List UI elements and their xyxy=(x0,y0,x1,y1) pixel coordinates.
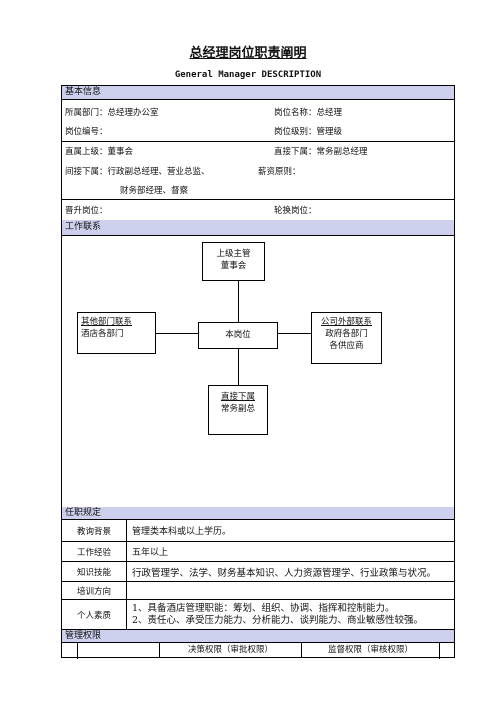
table-row: 培训方向 xyxy=(62,582,454,600)
connector-line xyxy=(156,333,198,334)
connector-line xyxy=(238,349,239,385)
row-value: 1、具备酒店管理职能：筹划、组织、协调、指挥和控制能力。 2、责任心、承受压力能… xyxy=(132,600,423,629)
authority-blank-cell xyxy=(78,643,160,658)
document-subtitle: General Manager DESCRIPTION xyxy=(174,70,322,80)
field-department: 所属部门：总经理办公室 xyxy=(65,108,159,118)
field-direct-superior: 直属上级：董事会 xyxy=(65,147,134,157)
authority-supervision-header: 监督权限（审核权限） xyxy=(327,645,413,655)
row-label: 教询背景 xyxy=(62,520,127,541)
field-indirect-subordinate-cont: 财务部经理、督察 xyxy=(120,186,189,196)
section-authority: 管理权限 xyxy=(62,630,454,643)
org-box-external-title: 公司外部联系 xyxy=(320,317,372,327)
org-box-external: 公司外部联系 政府各部门 各供应商 xyxy=(311,312,382,364)
connector-line xyxy=(278,333,311,334)
field-position-name: 岗位名称：总经理 xyxy=(274,108,343,118)
org-box-other-departments-name: 酒店各部门 xyxy=(81,329,124,339)
field-salary-principle: 薪资原则： xyxy=(258,167,301,177)
field-indirect-subordinate: 间接下属：行政副总经理、营业总监、 xyxy=(65,167,210,177)
row-value-line: 2、责任心、承受压力能力、分析能力、谈判能力、商业敏感性较强。 xyxy=(132,614,424,626)
row-label: 知识技能 xyxy=(62,562,127,581)
job-description-form: 基本信息 所属部门：总经理办公室 岗位名称：总经理 岗位编号： 岗位级别：管理级… xyxy=(61,85,455,659)
org-box-external-line1: 政府各部门 xyxy=(325,329,368,339)
org-box-superior-title: 上级主管 xyxy=(216,249,251,259)
table-row: 知识技能 行政管理学、法学、财务基本知识、人力资源管理学、行业政策与状况。 xyxy=(62,562,454,582)
connector-line xyxy=(238,280,239,322)
field-position-no: 岗位编号： xyxy=(65,127,108,137)
table-row: 个人素质 1、具备酒店管理职能：筹划、组织、协调、指挥和控制能力。 2、责任心、… xyxy=(62,600,454,630)
section-work-relations: 工作联系 xyxy=(62,220,454,236)
field-rotation: 轮换岗位： xyxy=(274,206,317,216)
table-row: 教询背景 管理类本科或以上学历。 xyxy=(62,520,454,542)
row-label: 工作经验 xyxy=(62,542,127,561)
row-label: 个人素质 xyxy=(62,600,127,629)
row-label: 培训方向 xyxy=(62,582,127,599)
divider xyxy=(62,199,454,200)
document-title: 总经理岗位职责阐明 xyxy=(189,46,307,61)
field-position-level: 岗位级别：管理级 xyxy=(274,127,343,137)
row-value: 五年以上 xyxy=(132,548,169,558)
row-value-line: 1、具备酒店管理职能：筹划、组织、协调、指挥和控制能力。 xyxy=(132,602,395,614)
divider xyxy=(62,141,454,142)
org-box-superior: 上级主管 董事会 xyxy=(202,242,265,281)
authority-decision-header: 决策权限（审批权限） xyxy=(160,643,302,658)
field-direct-subordinate: 直接下属：常务副总经理 xyxy=(274,147,368,157)
org-box-subordinate-title: 直接下属 xyxy=(220,392,255,402)
org-box-external-line2: 各供应商 xyxy=(329,341,364,351)
row-value: 管理类本科或以上学历。 xyxy=(132,527,232,537)
org-box-superior-name: 董事会 xyxy=(220,261,247,271)
table-row: 工作经验 五年以上 xyxy=(62,542,454,562)
authority-header-row: 决策权限（审批权限） 监督权限（审核权限） xyxy=(77,643,440,659)
field-promotion: 晋升岗位： xyxy=(65,206,108,216)
org-box-center: 本岗位 xyxy=(198,322,278,349)
section-basic-info: 基本信息 xyxy=(62,86,454,100)
org-box-subordinate: 直接下属 常务副总 xyxy=(208,385,268,435)
section-requirements: 任职规定 xyxy=(62,507,454,520)
org-box-subordinate-name: 常务副总 xyxy=(220,404,255,414)
row-value: 行政管理学、法学、财务基本知识、人力资源管理学、行业政策与状况。 xyxy=(132,567,437,579)
org-box-other-departments: 其他部门联系 酒店各部门 xyxy=(77,312,156,354)
org-box-center-label: 本岗位 xyxy=(225,330,251,340)
org-box-other-departments-title: 其他部门联系 xyxy=(81,317,133,327)
